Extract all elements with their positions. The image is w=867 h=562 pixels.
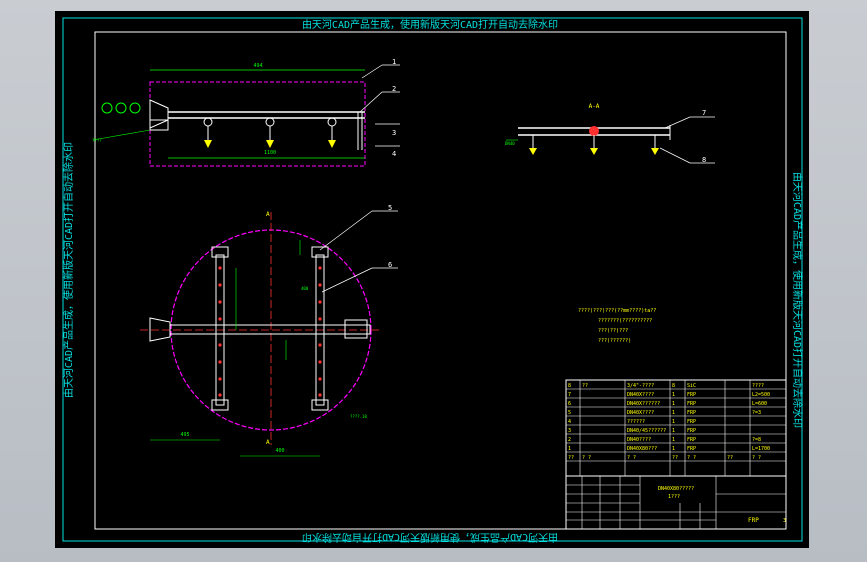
bom-cell-note: L=600 xyxy=(752,401,767,407)
bom-cell-note: L=1700 xyxy=(752,446,770,452)
bom-cell-name: 3/4"-???? xyxy=(627,383,654,389)
bom-cell-no: 1 xyxy=(568,446,571,452)
section-label: A-A xyxy=(589,103,600,110)
bom-cell-name: DN40X???? xyxy=(627,392,654,398)
bom-cell-qty: 1 xyxy=(672,401,675,407)
plan-view: 495 400 400 ????.10 A A xyxy=(140,211,380,457)
bom-cell-no: 2 xyxy=(568,437,571,443)
section-view: A-A DN40 xyxy=(505,103,671,155)
watermark-top: 由天河CAD产品生成，使用新版天河CAD打开自动去除水印 xyxy=(302,18,558,31)
bom-cell-mat: FRP xyxy=(687,401,696,407)
bom-cell-mat: SiC xyxy=(687,383,696,389)
drawing-sub: 1??? xyxy=(668,494,680,500)
bom-cell-name: DN40???? xyxy=(627,437,651,443)
drawing-material: FRP xyxy=(748,517,759,524)
bom-cell-no: 5 xyxy=(568,410,571,416)
elevation-view: 494 1100 ???? xyxy=(92,63,366,167)
dim-bottom-left: 400 xyxy=(275,448,284,454)
balloon-4[interactable]: 4 xyxy=(392,150,396,158)
note-label: ????.10 xyxy=(350,414,367,419)
bom-cell-qty: 1 xyxy=(672,392,675,398)
bom-cell-mat: FRP xyxy=(687,392,696,398)
bom-cell-qty: 1 xyxy=(672,410,675,416)
bom-cell-qty: 1 xyxy=(672,446,675,452)
bom-cell-name: DN40X80??? xyxy=(627,446,657,452)
dim-right-offset: 400 xyxy=(301,286,309,291)
bom-cell-note: ?=3 xyxy=(752,410,761,416)
balloon-3[interactable]: 3 xyxy=(392,129,396,137)
outer-frame xyxy=(62,17,803,542)
bom-header-cell: ? ? xyxy=(582,455,591,461)
bom-cell-mat: FRP xyxy=(687,419,696,425)
bom-cell-qty: 1 xyxy=(672,437,675,443)
bom-cell-no: 3 xyxy=(568,428,571,434)
bom-cell-note: L2=500 xyxy=(752,392,770,398)
dim-bottom-width: 1100 xyxy=(264,150,276,156)
note-line-1: ????(???)???(??mm????)ta?? xyxy=(578,308,656,314)
balloon-8[interactable]: 8 xyxy=(702,156,706,164)
bom-cell-qty: 8 xyxy=(672,383,675,389)
note-line-4: ???(??????) xyxy=(598,338,631,344)
note-line-3: ???(??)??? xyxy=(598,328,628,334)
tank-outline xyxy=(149,81,366,167)
bom-cell-note: ?=8 xyxy=(752,437,761,443)
bom-header-cell: ?? xyxy=(568,455,574,461)
bom-header-cell: ? ? xyxy=(627,455,636,461)
watermark-left: 由天河CAD产品生成，使用新版天河CAD打开自动去除水印 xyxy=(62,142,75,398)
bom-cell-qty: 1 xyxy=(672,428,675,434)
bom-cell-mat: FRP xyxy=(687,428,696,434)
bom-cell-name: ?????? xyxy=(627,419,645,425)
bom-cell-no: 4 xyxy=(568,419,571,425)
balloon-1[interactable]: 1 xyxy=(392,58,396,66)
bom-header-cell: ?? xyxy=(672,455,678,461)
svg-text:????: ???? xyxy=(92,138,102,143)
technical-notes: ????(???)???(??mm????)ta?? ???????(?????… xyxy=(578,308,656,344)
bom-cell-name: DN40X?????? xyxy=(627,401,660,407)
balloon-7[interactable]: 7 xyxy=(702,109,706,117)
bom-header-cell: ? ? xyxy=(752,455,761,461)
bom-cell-code: ?? xyxy=(582,383,588,389)
watermark-bottom: 由天河CAD产品生成，使用新版天河CAD打开自动去除水印 xyxy=(302,531,558,544)
bom-cell-name: DN40X???? xyxy=(627,410,654,416)
note-line-2: ???????(?????????? xyxy=(598,318,652,324)
section-mark-bottom: A xyxy=(266,439,270,446)
bom-cell-no: 7 xyxy=(568,392,571,398)
sheet-number: 3 xyxy=(783,518,786,524)
title-block: DN40X80????? 1??? FRP 3 xyxy=(565,475,787,530)
bom-header-cell: ? ? xyxy=(687,455,696,461)
dim-left-radius: 495 xyxy=(180,432,189,438)
balloon-2[interactable]: 2 xyxy=(392,85,396,93)
balloon-6[interactable]: 6 xyxy=(388,261,392,269)
bom-cell-mat: FRP xyxy=(687,446,696,452)
cad-drawing-canvas[interactable] xyxy=(55,11,809,548)
bom-cell-mat: FRP xyxy=(687,410,696,416)
svg-text:DN40: DN40 xyxy=(505,141,515,146)
bom-cell-mat: FRP xyxy=(687,437,696,443)
bom-cell-no: 6 xyxy=(568,401,571,407)
bom-cell-note: ???? xyxy=(752,383,764,389)
drawing-name: DN40X80????? xyxy=(658,486,694,492)
inner-frame xyxy=(94,31,787,530)
dim-top-width: 494 xyxy=(253,63,262,69)
bom-cell-name: DN40/45?????? xyxy=(627,428,666,434)
balloon-5[interactable]: 5 xyxy=(388,204,392,212)
watermark-right: 由天河CAD产品生成，使用新版天河CAD打开自动去除水印 xyxy=(791,172,804,428)
bom-header-cell: ?? xyxy=(727,455,733,461)
section-mark-top: A xyxy=(266,211,270,218)
bom-cell-qty: 1 xyxy=(672,419,675,425)
bom-cell-no: 8 xyxy=(568,383,571,389)
